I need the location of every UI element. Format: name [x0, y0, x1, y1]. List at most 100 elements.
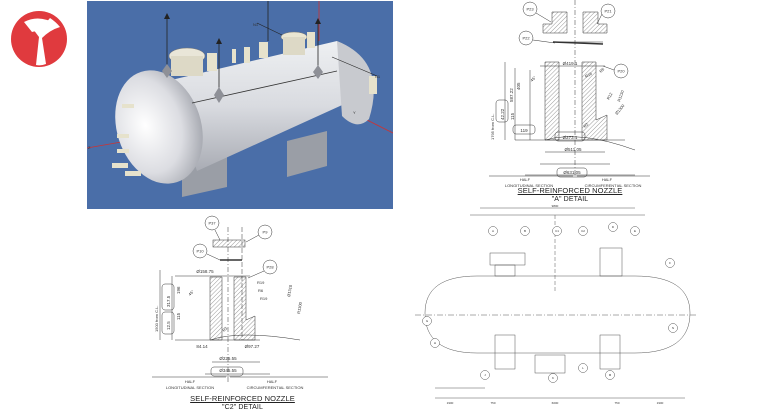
dim-h1: 587.22 [509, 88, 514, 102]
half-left-label: HALF [185, 379, 196, 384]
nozzle-callout-circle [578, 363, 588, 373]
dim-h1: 317.5 [166, 295, 171, 307]
dim-d3: Ø631.05 [563, 170, 581, 175]
nozzle-callout-label: C2 [581, 229, 585, 233]
nozzle-callout-label: M [609, 373, 612, 377]
detail-a-drawing: P23 P21 P22 P20 Ø419.1 Ø273.1 Ø511.05 Ø6… [485, 0, 655, 205]
nozzle-callout-circle [548, 373, 558, 383]
dim-r1: R19 [257, 280, 265, 285]
nozzle-callout-circle [605, 370, 615, 380]
axis-label-y: Y [353, 110, 356, 115]
bottom-dimension: 750 [614, 401, 619, 405]
dim-from-cl: 1500 from C.L. [154, 306, 159, 332]
dim-r-small: R3 [221, 325, 229, 333]
dim-h2: 196 [176, 286, 181, 294]
half-right-label: HALF [602, 177, 613, 182]
callout-p22: P22 [522, 36, 530, 41]
dim-r-small: R2 [582, 121, 590, 129]
nozzle-callout-circle [480, 370, 490, 380]
nozzle-callout-label: C1 [555, 229, 559, 233]
dim-r5: Ø1300 [614, 103, 626, 116]
dim-h3: 115 [176, 312, 181, 320]
detail-a-title: SELF-REINFORCED NOZZLE [517, 186, 623, 195]
nozzle-callout-label: L [582, 366, 584, 370]
section-right-label: CIRCUMFERENTIAL SECTION [247, 385, 304, 390]
detail-a-subtitle: "A" DETAIL [551, 196, 589, 203]
dim-from-cl: 1795 from C.L. [490, 114, 495, 140]
nozzle-callout-label: N [672, 326, 674, 330]
bottom-dimension: 6000 [552, 401, 559, 405]
brand-logo [10, 10, 68, 68]
bottom-dimension: 750 [490, 401, 495, 405]
dim-bore: Ø419.1 [563, 61, 578, 66]
dim-r4: R1230 [616, 89, 625, 103]
nozzle-callout-label: A [492, 229, 494, 233]
dim-r2: R6 [258, 288, 264, 293]
callout-p37: P37 [208, 221, 216, 226]
dim-d1: Ø225.55 [219, 356, 237, 361]
dim-d3: Ø97.27 [245, 344, 260, 349]
detail-a-caption: SELF-REINFORCED NOZZLE "A" DETAIL [485, 186, 655, 204]
nozzle-callout-label: F [669, 261, 671, 265]
logo-mark-icon [11, 11, 67, 67]
nozzle-callout-circle [430, 338, 440, 348]
nozzle-callout-label: D [612, 225, 615, 229]
nozzle-callout-label: K [552, 376, 554, 380]
dim-r3: R19 [260, 296, 268, 301]
dim-d2: Ø345.55 [219, 368, 237, 373]
axis-label-n1b: N1 [375, 74, 381, 79]
dim-r1: R16 [584, 70, 594, 78]
bottom-dimension: 1900 [447, 401, 454, 405]
axis-label-n1a: N1 [253, 22, 259, 27]
nozzle-callout-circle [668, 323, 678, 333]
dim-h4: 12.5 [166, 321, 171, 330]
nozzle-callout-label: E [634, 229, 636, 233]
vessel-3d-render: N1 N1 Y Z [87, 1, 393, 209]
nozzle-callout-circle [630, 226, 640, 236]
nozzle-callout-label: H [434, 341, 436, 345]
section-left-label: LONGITUDINAL SECTION [166, 385, 214, 390]
dim-top: Ø158.75 [196, 269, 214, 274]
nozzle-callout-circle [578, 226, 588, 236]
detail-c2-subtitle: "C2" DETAIL [222, 404, 263, 411]
callout-p9: P9 [263, 230, 269, 235]
dim-h3: 115 [510, 112, 515, 120]
dim-angle: 45° [529, 75, 537, 83]
bottom-dimension: 1900 [657, 401, 664, 405]
axis-label-z: Z [88, 145, 91, 150]
dim-h2: 405 [516, 82, 521, 90]
nozzle-callout-label: B [524, 229, 526, 233]
nozzle-callout-label: G [426, 319, 429, 323]
callout-p20: P20 [617, 69, 625, 74]
callout-p10: P10 [196, 249, 204, 254]
dim-r2: R6 [598, 66, 606, 74]
general-arrangement-drawing: A B C1 C2 D E F G H J K L M N 1900 750 6000 750 1900 9800 [405, 203, 700, 414]
nozzle-callout-label: J [484, 373, 486, 377]
dim-w1: 119 [520, 128, 528, 133]
dim-r4: Ø1310 [286, 284, 293, 297]
dim-w1: 84.14 [196, 344, 208, 349]
dim-d1: Ø273.1 [563, 135, 578, 140]
detail-c2-caption: SELF-REINFORCED NOZZLE "C2" DETAIL [150, 394, 335, 412]
half-right-label: HALF [267, 379, 278, 384]
detail-c2-title: SELF-REINFORCED NOZZLE [190, 394, 295, 403]
section-left-label: LONGITUDINAL SECTION [505, 183, 553, 188]
nozzle-callout-circle [665, 258, 675, 268]
half-left-label: HALF [520, 177, 531, 182]
dim-h4: 42.22 [500, 108, 505, 120]
dim-d2: Ø511.05 [565, 147, 582, 152]
nozzle-callout-circle [520, 226, 530, 236]
nozzle-callout-circle [488, 226, 498, 236]
detail-c2-drawing: P37 P9 P10 P28 Ø158.75 Ø225.55 Ø345.55 Ø… [150, 212, 335, 414]
section-right-label: CIRCUMFERENTIAL SECTION [585, 183, 642, 188]
dim-r5: R1300 [296, 301, 303, 314]
overall-dim: 9800 [552, 204, 559, 208]
nozzle-callout-circle [552, 226, 562, 236]
dim-angle: 45° [187, 289, 195, 297]
nozzle-callout-circle [422, 316, 432, 326]
dim-r3: R12 [606, 91, 614, 101]
nozzle-callout-circle [608, 222, 618, 232]
callout-p23: P23 [526, 7, 534, 12]
callout-p28: P28 [266, 265, 274, 270]
callout-p21: P21 [604, 9, 612, 14]
